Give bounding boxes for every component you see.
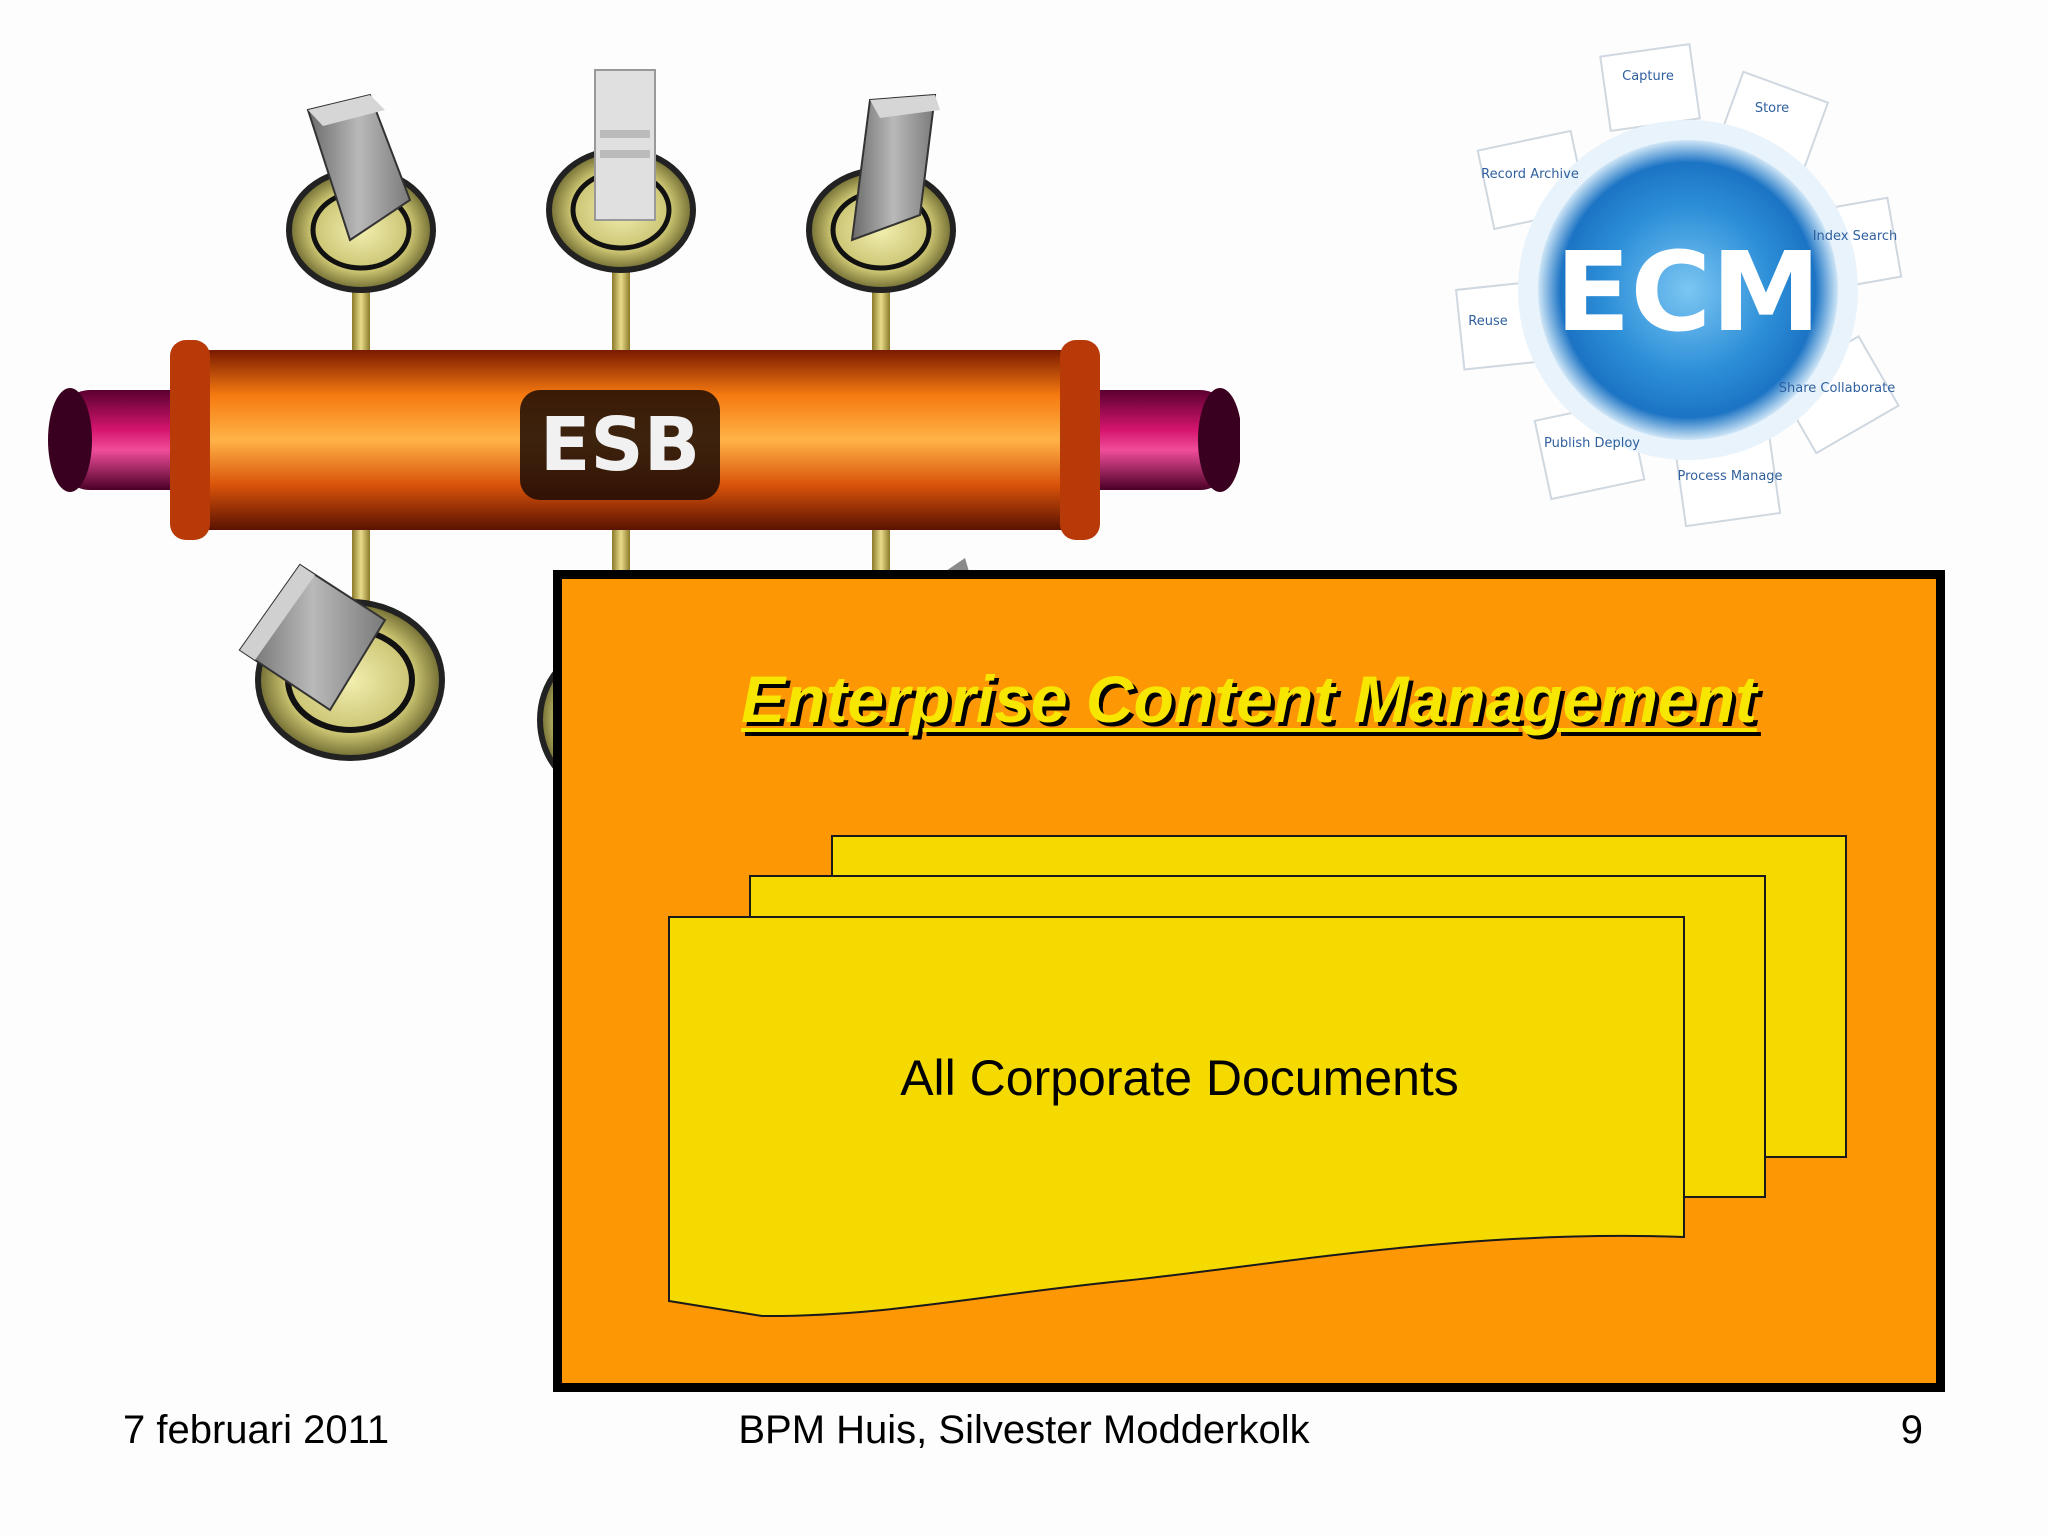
footer-date: 7 februari 2011: [123, 1408, 390, 1452]
ecm-segment-label: Index Search: [1813, 229, 1898, 244]
document-label: All Corporate Documents: [900, 1050, 1459, 1106]
ecm-title: Enterprise Content Management: [741, 662, 1757, 736]
ecm-segment-label: Store: [1755, 101, 1789, 116]
ecm-segment-label: Capture: [1622, 69, 1674, 84]
esb-label: ESB: [540, 402, 700, 488]
ecm-segment-label: Process Manage: [1677, 469, 1782, 484]
document-stack: [668, 835, 1847, 1318]
ecm-center-label: ECM: [1555, 228, 1820, 356]
server-icon: [850, 93, 940, 242]
esb-bus-illustration: ESB: [48, 69, 1240, 793]
footer-presenter: BPM Huis, Silvester Modderkolk: [738, 1408, 1310, 1452]
footer-page-number: 9: [1900, 1408, 1923, 1452]
server-icon: [594, 69, 656, 221]
ecm-panel: Enterprise Content Management All Corpor…: [553, 570, 1945, 1392]
ecm-segment-label: Publish Deploy: [1544, 436, 1640, 451]
server-icon: [238, 563, 387, 712]
ecm-wheel-illustration: ECM Capture Store Index Search Share Col…: [1454, 42, 1903, 528]
server-icon: [306, 93, 412, 242]
document-shape-front: [668, 916, 1685, 1318]
ecm-segment-label: Reuse: [1468, 314, 1507, 329]
ecm-segment-label: Record Archive: [1481, 167, 1579, 182]
ecm-segment-label: Share Collaborate: [1779, 381, 1895, 396]
